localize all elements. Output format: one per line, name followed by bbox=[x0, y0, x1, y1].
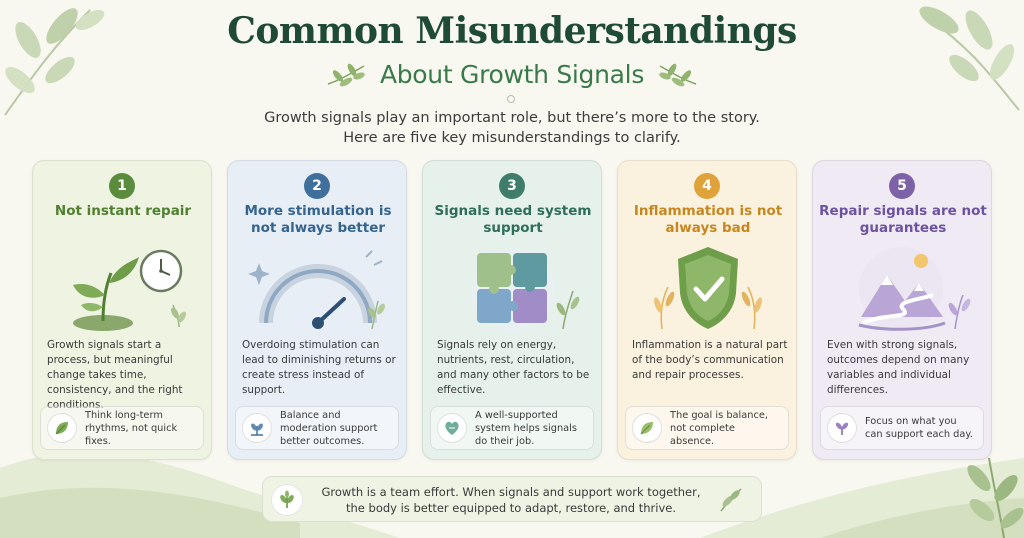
card-tip: A well-supported system helps signals do… bbox=[430, 406, 594, 450]
card-title: Signals need system support bbox=[434, 203, 592, 236]
corner-leaves-icon bbox=[967, 457, 1024, 538]
footer-line: the body is better equipped to adapt, re… bbox=[345, 501, 677, 515]
puzzle-icon bbox=[471, 247, 580, 331]
page-title: Common Misunderstandings bbox=[227, 10, 797, 52]
divider-dot bbox=[507, 95, 515, 103]
tip-text: Balance and moderation support better ou… bbox=[280, 409, 378, 447]
card-number: 4 bbox=[694, 173, 720, 199]
subtitle-row: About Growth Signals bbox=[0, 60, 1024, 89]
shield-check-icon bbox=[654, 247, 762, 330]
corner-leaves-icon bbox=[4, 8, 105, 116]
card-title: More stimulation is not always better bbox=[244, 203, 392, 236]
card-title: Not instant repair bbox=[54, 203, 192, 219]
card-body: Growth signals start a process, but mean… bbox=[47, 339, 183, 411]
footer-line: Growth is a team effort. When signals an… bbox=[321, 485, 701, 499]
intro-text: Growth signals play an important role, b… bbox=[0, 108, 1024, 148]
tip-text: A well-supported system helps signals do… bbox=[475, 409, 578, 447]
sprig-icon bbox=[720, 488, 742, 512]
mountain-path-icon bbox=[858, 247, 971, 331]
card-body: Overdoing stimulation can lead to dimini… bbox=[242, 339, 396, 396]
tip-text: Think long-term rhythms, not quick fixes… bbox=[85, 409, 178, 447]
heart-leaf-icon bbox=[437, 413, 467, 443]
card-repair-signals: 5 Repair signals are not guarantees Even… bbox=[812, 160, 992, 460]
tip-text: Focus on what you can support each day. bbox=[865, 416, 973, 440]
card-system-support: 3 Signals need system support Signals re… bbox=[422, 160, 602, 460]
footer-note: Growth is a team effort. When signals an… bbox=[262, 476, 762, 522]
card-more-stimulation: 2 More stimulation is not always better … bbox=[227, 160, 407, 460]
card-tip: The goal is balance, not complete absenc… bbox=[625, 406, 789, 450]
page-subtitle: About Growth Signals bbox=[379, 60, 645, 89]
tip-text: The goal is balance, not complete absenc… bbox=[670, 409, 769, 447]
card-number: 3 bbox=[499, 173, 525, 199]
card-number: 5 bbox=[889, 173, 915, 199]
card-not-instant-repair: 1 Not instant repair Growth signals star… bbox=[32, 160, 212, 460]
card-body: Even with strong signals, outcomes depen… bbox=[827, 339, 970, 396]
card-body: Signals rely on energy, nutrients, rest,… bbox=[437, 339, 590, 396]
card-tip: Focus on what you can support each day. bbox=[820, 406, 984, 450]
footer-text: Growth is a team effort. When signals an… bbox=[309, 484, 713, 516]
sprig-icon bbox=[327, 63, 365, 86]
cards-row: 1 Not instant repair Growth signals star… bbox=[32, 160, 992, 460]
corner-leaves-icon bbox=[919, 6, 1020, 111]
plant-balance-icon bbox=[242, 413, 272, 443]
card-number: 1 bbox=[109, 173, 135, 199]
leaf-icon bbox=[632, 413, 662, 443]
sprout-icon bbox=[827, 413, 857, 443]
sprout-clock-icon bbox=[73, 249, 186, 331]
card-tip: Balance and moderation support better ou… bbox=[235, 406, 399, 450]
sprig-icon bbox=[659, 63, 697, 86]
plant-icon bbox=[271, 484, 303, 516]
card-number: 2 bbox=[304, 173, 330, 199]
card-inflammation: 4 Inflammation is not always bad Inflamm… bbox=[617, 160, 797, 460]
card-title: Repair signals are not guarantees bbox=[819, 203, 987, 236]
intro-line: Here are five key misunderstandings to c… bbox=[343, 130, 681, 146]
leaf-icon bbox=[47, 413, 77, 443]
card-tip: Think long-term rhythms, not quick fixes… bbox=[40, 406, 204, 450]
gauge-icon bbox=[248, 250, 385, 330]
card-body: Inflammation is a natural part of the bo… bbox=[632, 339, 788, 381]
intro-line: Growth signals play an important role, b… bbox=[264, 110, 760, 126]
card-title: Inflammation is not always bad bbox=[633, 203, 783, 236]
